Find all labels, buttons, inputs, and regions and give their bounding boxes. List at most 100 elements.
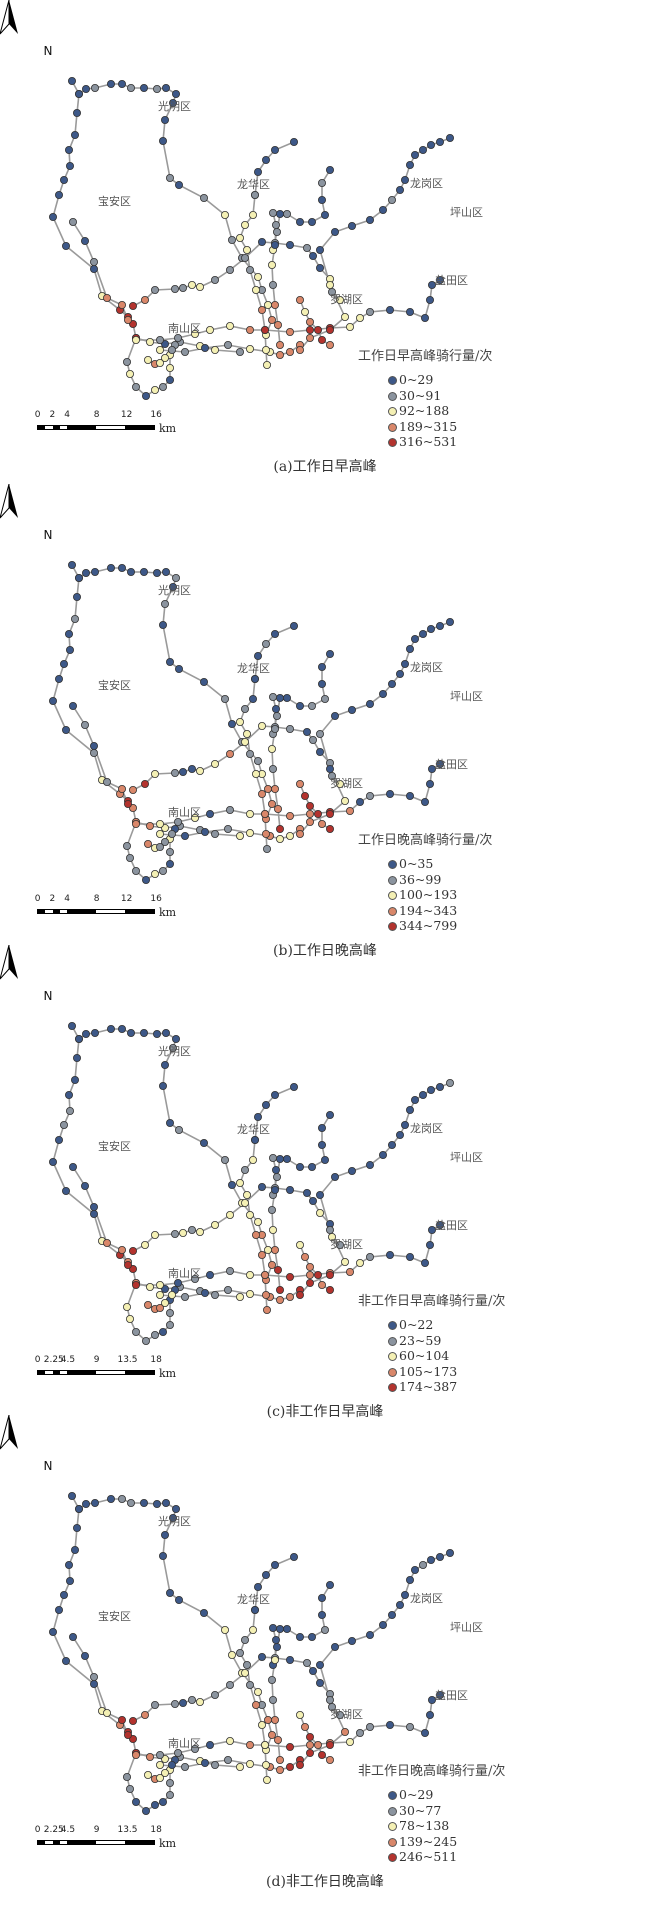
station-marker [320,694,329,703]
legend-item: 139~245 [388,1834,505,1850]
station-marker [131,1327,140,1336]
station-marker [285,811,294,820]
district-label: 光明区 [158,584,191,597]
station-marker [410,634,419,643]
station-marker [240,1165,249,1174]
legend-dot-icon [388,1352,397,1361]
scale-tick-label: 4.5 [60,1825,76,1835]
metro-line [239,1609,268,1781]
station-marker [365,1722,374,1731]
station-marker [245,749,254,758]
station-marker [73,1524,82,1533]
station-marker [155,1303,164,1312]
station-marker [55,190,64,199]
station-marker [180,1762,189,1771]
station-marker [302,243,311,252]
station-marker [315,1660,324,1669]
station-marker [124,799,133,808]
station-marker [143,1770,152,1779]
map-panel: N 光明区 宝安区 龙华区 龙岗区 坪山区 盐田区 罗湖区 南山区 工作日晚高峰… [0,484,650,964]
station-marker [71,1545,80,1554]
district-label: 光明区 [158,100,191,113]
legend-item: 344~799 [388,918,492,934]
station-marker [131,866,140,875]
station-marker [426,1555,435,1564]
station-marker [271,1635,280,1644]
station-marker [155,819,164,828]
station-marker [245,1289,254,1298]
district-label: 坪山区 [450,206,483,219]
legend-dot-icon [388,1336,397,1346]
station-marker [235,233,244,242]
station-marker [240,253,249,262]
station-marker [295,701,304,710]
station-marker [235,1648,244,1657]
station-marker [178,1698,187,1707]
station-marker [168,583,177,592]
station-marker [68,1492,77,1501]
station-marker [60,1120,69,1129]
station-marker [187,1695,196,1704]
legend-label: 344~799 [399,918,458,933]
station-marker [245,1680,254,1689]
station-marker [261,1760,270,1769]
station-marker [365,307,374,316]
metro-line [239,194,268,366]
station-marker [325,325,334,334]
station-marker [73,109,82,118]
legend-item: 78~138 [388,1818,505,1834]
station-marker [330,711,339,720]
scale-segment [96,426,125,429]
station-marker [150,1230,159,1239]
station-marker [126,1784,135,1793]
station-marker [305,1732,314,1741]
scale-segment [52,1841,60,1844]
legend-title: 非工作日晚高峰骑行量/次 [358,1764,506,1779]
legend-item: 105~173 [388,1364,505,1380]
station-marker [395,669,404,678]
station-marker [152,1500,161,1509]
station-marker [285,831,294,840]
station-marker [420,797,429,806]
station-marker [320,1625,329,1634]
station-marker [365,791,374,800]
station-marker [427,1225,436,1234]
station-marker [210,829,219,838]
station-marker [150,385,159,394]
station-marker [405,1575,414,1584]
scale-tick-label: 2.25 [43,1355,64,1365]
scale-segment [59,426,67,429]
station-marker [205,1270,214,1279]
station-marker [131,819,140,828]
station-marker [405,1105,414,1114]
station-marker [225,805,234,814]
station-marker [158,866,167,875]
station-marker [107,1495,116,1504]
station-marker [118,300,127,309]
station-marker [435,1552,444,1561]
station-marker [395,1600,404,1609]
scale-unit: km [159,906,177,919]
station-marker [165,657,174,666]
station-marker [81,236,90,245]
station-marker [313,1270,322,1279]
scale-tick-label: 2 [49,894,56,904]
metro-line [52,1038,241,1298]
station-marker [128,301,137,310]
station-marker [282,693,291,702]
station-marker [62,1656,71,1665]
station-marker [155,358,164,367]
station-marker [260,325,269,334]
station-marker [345,1737,354,1746]
legend-title: 工作日晚高峰骑行量/次 [358,833,493,848]
station-marker [325,1225,334,1234]
station-marker [435,759,444,768]
station-marker [271,704,280,713]
station-marker [145,337,154,346]
station-marker [425,1710,434,1719]
station-marker [150,1330,159,1339]
station-marker [273,804,282,813]
station-marker [242,1190,251,1199]
station-marker [261,1100,270,1109]
station-marker [124,1260,133,1269]
